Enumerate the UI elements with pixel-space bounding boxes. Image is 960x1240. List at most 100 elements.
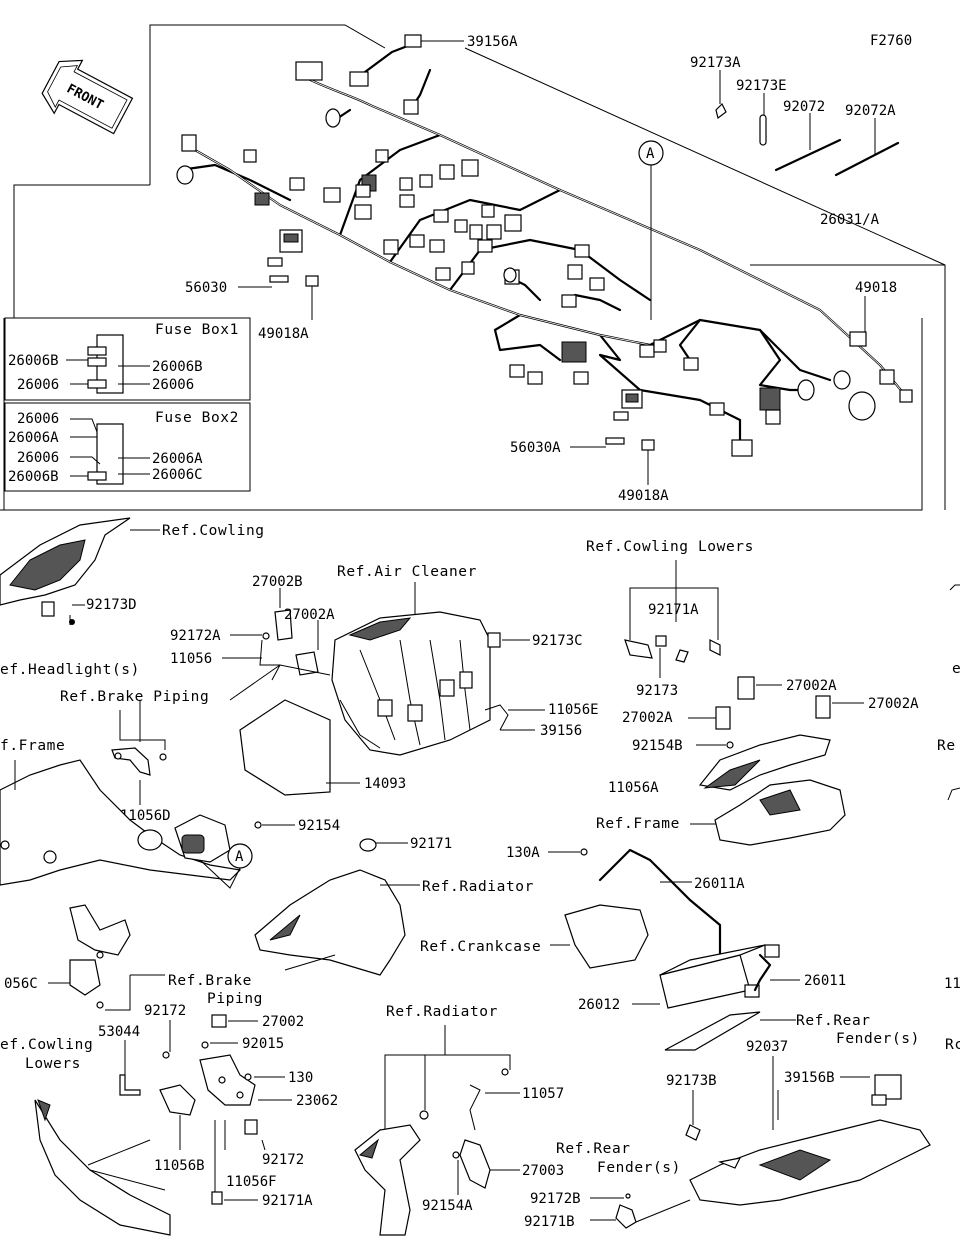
fuse1-right-label-1: 26006B xyxy=(152,359,203,375)
ref-brake-piping-1: Ref.Brake Piping xyxy=(60,689,209,705)
fuse1-left-label-2: 26006 xyxy=(17,377,59,393)
fuse2-left-label-3: 26006 xyxy=(17,450,59,466)
part-26012: 26012 xyxy=(578,997,620,1013)
fuse1-right-label-2: 26006 xyxy=(152,377,194,393)
part-92154A: 92154A xyxy=(422,1198,473,1214)
part-92171B: 92171B xyxy=(524,1214,575,1230)
part-14093: 14093 xyxy=(364,776,406,792)
assembly-frame xyxy=(0,24,946,511)
main-wiring-harness xyxy=(176,34,913,457)
part-27002B: 27002B xyxy=(252,574,303,590)
battery-assembly xyxy=(548,848,800,1051)
cowling-lowers-right xyxy=(624,560,864,791)
ref-air-cleaner: Ref.Air Cleaner xyxy=(337,564,477,580)
part-39156A: 39156A xyxy=(467,34,518,50)
part-92172-left: 92172 xyxy=(144,1003,186,1019)
part-27002A-right-1: 27002A xyxy=(786,678,837,694)
part-130: 130 xyxy=(288,1070,313,1086)
part-92072: 92072 xyxy=(783,99,825,115)
fuse2-right-label-2: 26006C xyxy=(152,467,203,483)
fuse2-right-label-1: 26006A xyxy=(152,451,203,467)
callout-circle-a xyxy=(638,140,664,166)
part-92172A: 92172A xyxy=(170,628,221,644)
cowling-assembly xyxy=(0,517,160,625)
ref-radiator-1: Ref.Radiator xyxy=(422,879,534,895)
part-49018A-upper: 49018A xyxy=(258,326,309,342)
part-11056A: 11056A xyxy=(608,780,659,796)
ref-radiator-2: Ref.Radiator xyxy=(386,1004,498,1020)
ref-brake-piping-2a: Ref.Brake xyxy=(168,973,252,989)
part-92173B: 92173B xyxy=(666,1073,717,1089)
frame-right xyxy=(690,779,846,846)
part-92154: 92154 xyxy=(298,818,340,834)
part-11056E: 11056E xyxy=(548,702,599,718)
part-92172B: 92172B xyxy=(530,1191,581,1207)
ref-cowling-lowers-b1: ef.Cowling xyxy=(0,1037,93,1053)
brake-piping-bracket-2 xyxy=(48,904,165,1011)
part-26011: 26011 xyxy=(804,973,846,989)
part-11057: 11057 xyxy=(522,1086,564,1102)
ref-rear-fender-1b: Fender(s) xyxy=(836,1031,920,1047)
part-92173A: 92173A xyxy=(690,55,741,71)
bracket-23062-group xyxy=(199,1014,292,1205)
part-39156: 39156 xyxy=(540,723,582,739)
figure-code: F2760 xyxy=(870,33,912,49)
part-27002A-aircleaner: 27002A xyxy=(284,607,335,623)
part-92154B: 92154B xyxy=(632,738,683,754)
ref-brake-piping-2b: Piping xyxy=(207,991,263,1007)
rear-fender-assembly xyxy=(590,1056,931,1229)
fuse1-left-label-1: 26006B xyxy=(8,353,59,369)
part-92037: 92037 xyxy=(746,1039,788,1055)
brake-piping-bracket xyxy=(111,700,167,805)
ref-frame-mid: Ref.Frame xyxy=(596,816,680,832)
frame-section xyxy=(0,759,295,889)
fuse-box-2-title: Fuse Box2 xyxy=(155,410,239,426)
ref-rear-fender-2b: Fender(s) xyxy=(597,1160,681,1176)
part-27002A-right-2: 27002A xyxy=(622,710,673,726)
ref-headlight: ef.Headlight(s) xyxy=(0,662,140,678)
part-11056B: 11056B xyxy=(154,1158,205,1174)
part-92171A-top: 92171A xyxy=(648,602,699,618)
part-56030A: 56030A xyxy=(510,440,561,456)
ref-cowling-lowers-b2: Lowers xyxy=(25,1056,81,1072)
part-edge-11: 11 xyxy=(944,976,960,992)
part-92072A: 92072A xyxy=(845,103,896,119)
radiator-assembly-2 xyxy=(354,1025,520,1236)
harness-leaders xyxy=(238,40,876,485)
ref-cowling-lowers-top: Ref.Cowling Lowers xyxy=(586,539,754,555)
part-56030: 56030 xyxy=(185,280,227,296)
part-92171: 92171 xyxy=(410,836,452,852)
cowling-lowers-left xyxy=(34,1020,196,1236)
part-056C: 056C xyxy=(4,976,38,992)
ref-frame-left: f.Frame xyxy=(0,738,65,754)
part-27002A-right-3: 27002A xyxy=(868,696,919,712)
ref-edge-e: e xyxy=(952,661,960,677)
part-49018A-lower: 49018A xyxy=(618,488,669,504)
fuse-box-1-title: Fuse Box1 xyxy=(155,322,239,338)
part-27003: 27003 xyxy=(522,1163,564,1179)
part-53044: 53044 xyxy=(98,1024,140,1040)
ref-rear-fender-1a: Ref.Rear xyxy=(796,1013,871,1029)
part-92171A-bottom: 92171A xyxy=(262,1193,313,1209)
part-26011A: 26011A xyxy=(694,876,745,892)
part-11056F: 11056F xyxy=(226,1174,277,1190)
harness-fasteners xyxy=(269,102,900,451)
part-130A: 130A xyxy=(506,845,540,861)
fuse-box-1: Fuse Box1 26006B 26006 26006B 26006 xyxy=(4,317,251,401)
ref-crankcase: Ref.Crankcase xyxy=(420,939,541,955)
part-11056D: 11056D xyxy=(120,808,171,824)
part-39156B: 39156B xyxy=(784,1070,835,1086)
part-23062: 23062 xyxy=(296,1093,338,1109)
ref-edge-rc: Rc xyxy=(945,1037,960,1053)
ref-edge-re: Re xyxy=(937,738,956,754)
callout-letter: A xyxy=(646,146,655,162)
callout-circle-a-lower xyxy=(227,843,253,869)
part-11056: 11056 xyxy=(170,651,212,667)
part-92173E: 92173E xyxy=(736,78,787,94)
front-arrow-icon: FRONT xyxy=(41,59,134,135)
part-26031A: 26031/A xyxy=(820,212,880,228)
ref-cowling: Ref.Cowling xyxy=(162,523,265,539)
fuse-box-2: Fuse Box2 26006 26006A 26006 26006B 2600… xyxy=(4,402,251,492)
part-92172-right: 92172 xyxy=(262,1152,304,1168)
